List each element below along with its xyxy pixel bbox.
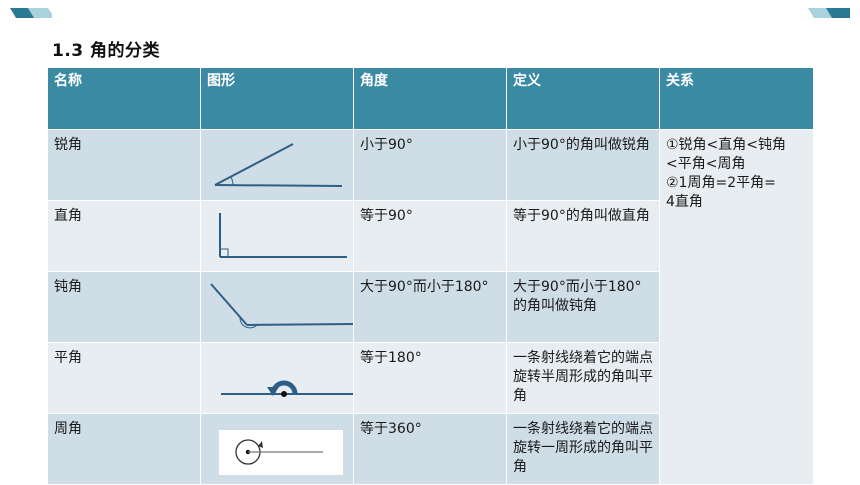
angle-degree: 等于90° [353, 200, 507, 272]
round-angle-figure [219, 430, 343, 475]
angle-definition: 大于90°而小于180°的角叫做钝角 [506, 271, 660, 343]
angle-definition: 一条射线绕着它的端点旋转半周形成的角叫平角 [506, 342, 660, 414]
corner-decoration-left [10, 8, 52, 18]
page-title: 1.3 角的分类 [52, 41, 161, 61]
angle-name: 平角 [47, 342, 201, 414]
table-row: 平角 等于180° 一条射线绕着它的端点旋转半周形成的角叫平角 [47, 342, 814, 414]
angle-figure-cell [200, 129, 354, 201]
angle-classification-table: 名称 图形 角度 定义 关系 锐角 小于90° 小于90°的角叫做锐角 ①锐角<… [47, 67, 814, 485]
header-definition: 定义 [506, 67, 660, 130]
angle-figure-cell [200, 413, 354, 485]
table-row: 周角 等于360° 一条射线绕着它的端点旋转一周形成的角叫平角 [47, 413, 814, 485]
corner-decoration-right [808, 8, 850, 18]
table-row: 锐角 小于90° 小于90°的角叫做锐角 ①锐角<直角<钝角 <平角<周角 ②1… [47, 129, 814, 485]
angle-name: 锐角 [47, 129, 201, 201]
angle-name: 直角 [47, 200, 201, 272]
header-figure: 图形 [200, 67, 354, 130]
angle-degree: 大于90°而小于180° [353, 271, 507, 343]
straight-angle-figure [221, 380, 353, 397]
relation-line-3: ②1周角=2平角= [666, 175, 776, 191]
relation-line-1: ①锐角<直角<钝角 [666, 137, 787, 153]
angle-figure-cell [200, 342, 354, 414]
acute-angle-figure [214, 143, 343, 187]
angle-name: 钝角 [47, 271, 201, 343]
right-angle-figure [219, 213, 347, 258]
angle-degree: 等于180° [353, 342, 507, 414]
header-degree: 角度 [353, 67, 507, 130]
angle-figure-cell [200, 200, 354, 272]
table-header-row: 名称 图形 角度 定义 关系 [47, 67, 814, 130]
relation-line-2: <平角<周角 [666, 156, 746, 172]
angle-degree: 等于360° [353, 413, 507, 485]
relation-cell: ①锐角<直角<钝角 <平角<周角 ②1周角=2平角= 4直角 [659, 129, 814, 485]
angle-definition: 一条射线绕着它的端点旋转一周形成的角叫平角 [506, 413, 660, 485]
table-row: 直角 等于90° 等于90°的角叫做直角 [47, 200, 814, 272]
header-name: 名称 [47, 67, 201, 130]
angle-definition: 小于90°的角叫做锐角 [506, 129, 660, 201]
table-row: 钝角 大于90°而小于180° 大于90°而小于180°的角叫做钝角 [47, 271, 814, 343]
relation-line-4: 4直角 [666, 194, 703, 210]
angle-figure-cell [200, 271, 354, 343]
angle-definition: 等于90°的角叫做直角 [506, 200, 660, 272]
obtuse-angle-figure [210, 283, 353, 329]
angle-degree: 小于90° [353, 129, 507, 201]
header-relation: 关系 [659, 67, 814, 130]
angle-name: 周角 [47, 413, 201, 485]
